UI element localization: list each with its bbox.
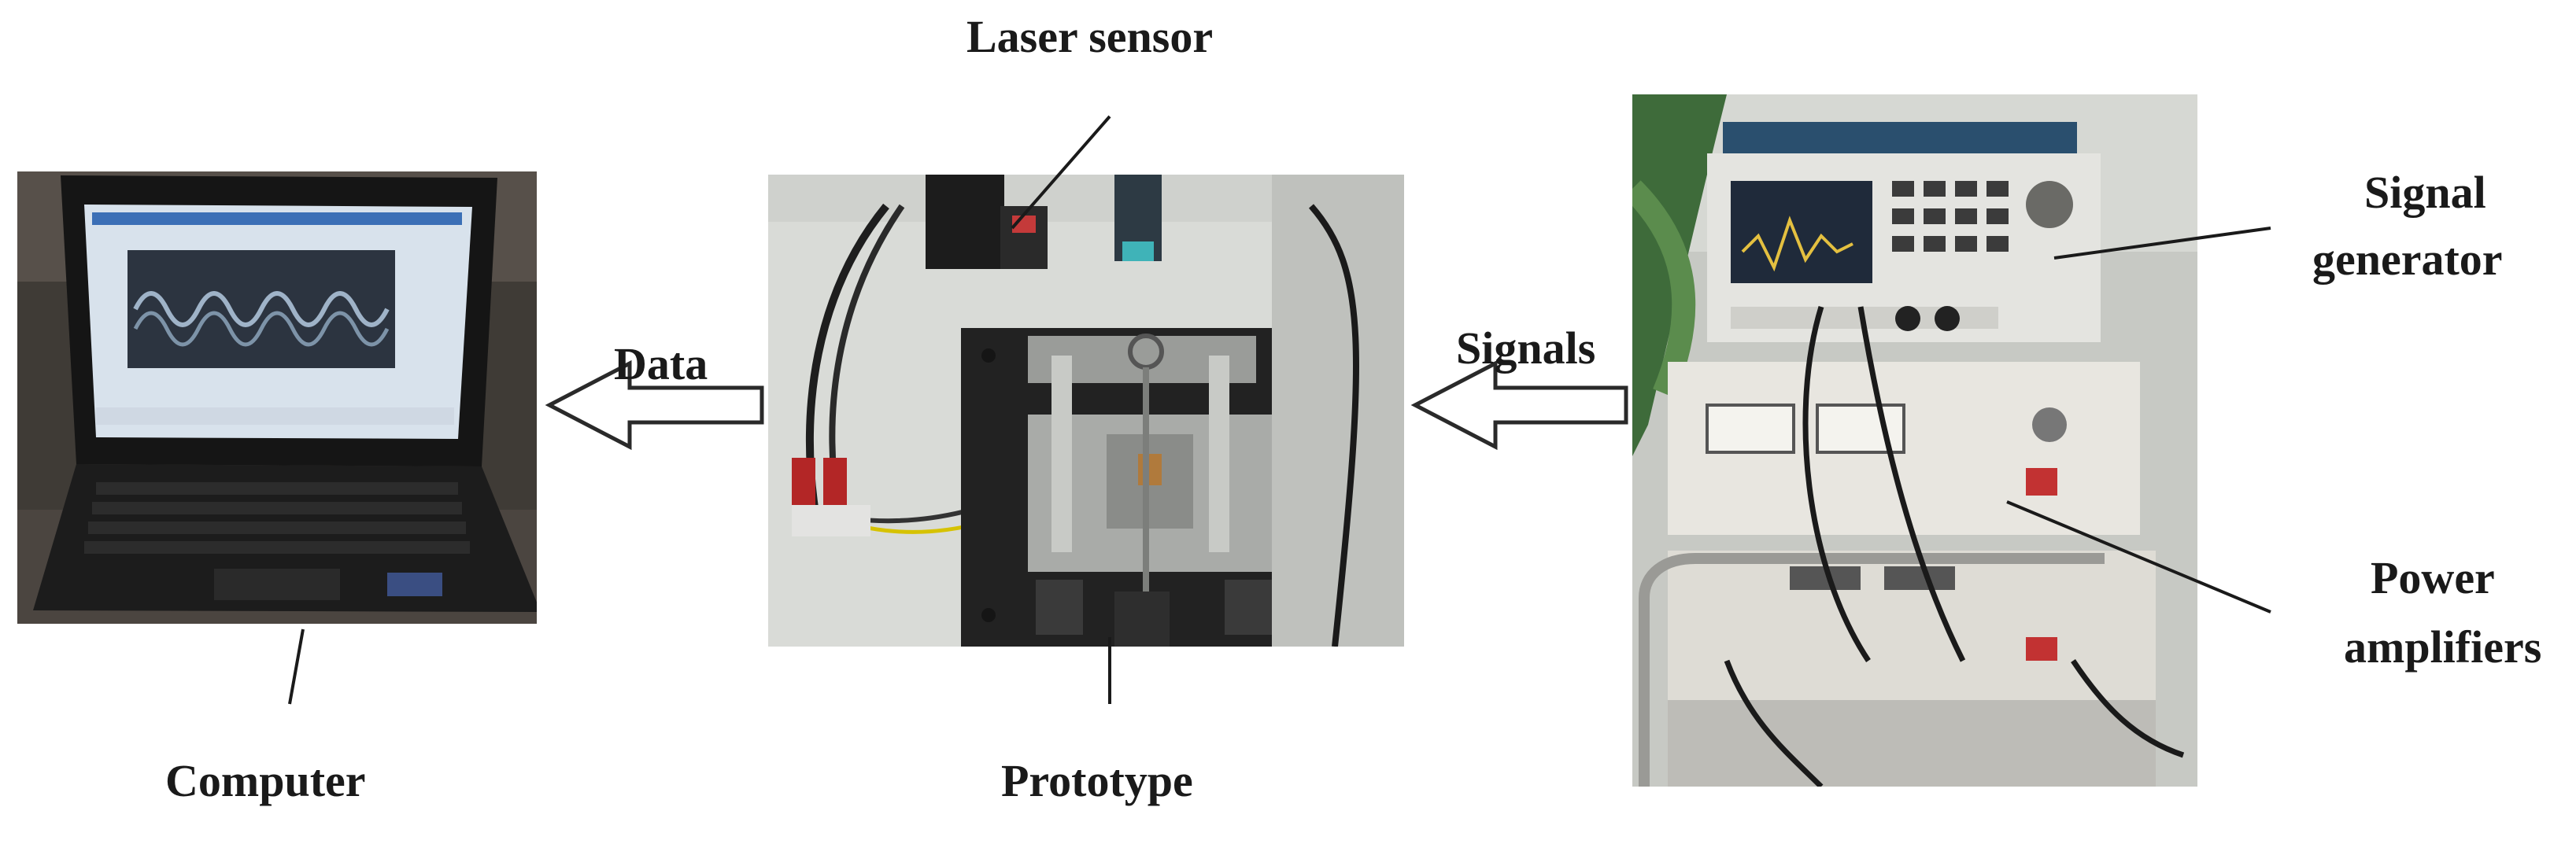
laser-sensor-leader-line [1011, 115, 1111, 230]
equipment-photo [1632, 94, 2197, 787]
signal-generator-label-line1: Signal [2364, 167, 2486, 218]
laser-sensor-label: Laser sensor [966, 11, 1214, 62]
computer-leader-line [288, 628, 305, 705]
data-arrow [545, 359, 764, 451]
power-amplifiers-leader-line [2006, 500, 2271, 614]
prototype-photo [768, 175, 1404, 647]
signal-generator-leader-line [2053, 227, 2271, 260]
data-label: Data [614, 338, 708, 389]
signals-arrow [1410, 359, 1628, 451]
signal-generator-label-line2: generator [2312, 234, 2503, 285]
computer-photo [17, 171, 537, 624]
signals-label: Signals [1456, 322, 1596, 374]
computer-label: Computer [165, 755, 366, 806]
power-amplifiers-label-line1: Power [2371, 552, 2495, 603]
power-amplifiers-label-line2: amplifiers [2344, 621, 2542, 673]
prototype-label: Prototype [1001, 755, 1193, 806]
